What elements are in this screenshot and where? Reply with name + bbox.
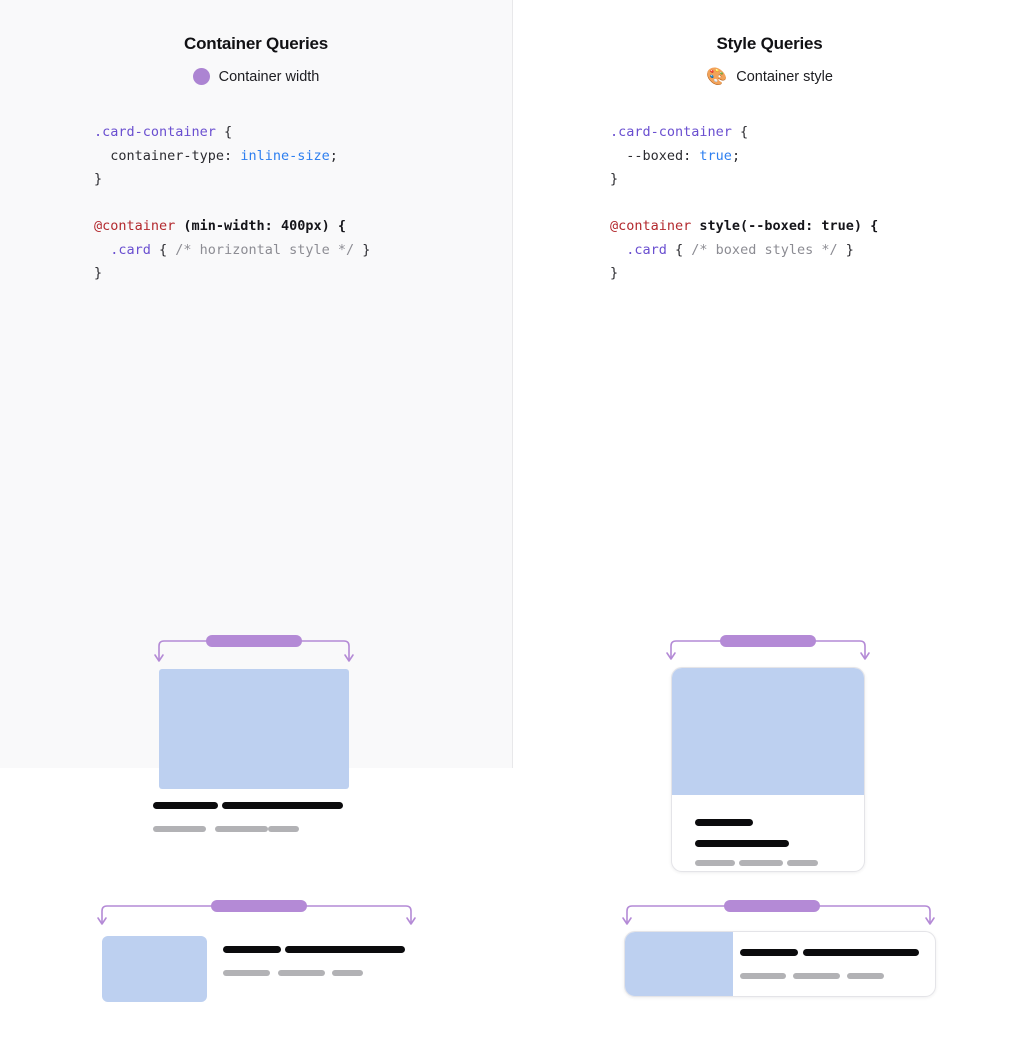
- card-title-line-a-4: [740, 948, 798, 956]
- code-brace-open: {: [150, 241, 176, 258]
- code-atrule: @container: [610, 218, 692, 234]
- card-media-3: [672, 667, 864, 795]
- code-blank-line: [610, 192, 1026, 216]
- card-meta-line-b-2: [278, 969, 325, 976]
- panel-style-queries: Style Queries 🎨 Container style .card-co…: [513, 0, 1026, 997]
- code-close-brace-final: }: [610, 265, 619, 281]
- code-selector-card: .card: [94, 241, 151, 258]
- code-property: --boxed: [610, 147, 684, 164]
- code-brace-open: {: [666, 241, 692, 258]
- card-title-line-b-2: [285, 945, 405, 953]
- card-media-4: [625, 931, 733, 996]
- page-title-container-queries: Container Queries: [184, 34, 328, 53]
- code-selector-card: .card: [610, 241, 667, 258]
- card-title-line-b-4: [803, 948, 919, 956]
- boxed-card-2: [624, 930, 936, 997]
- code-value: true: [699, 147, 732, 164]
- legend-label-container-width: Container width: [218, 68, 320, 85]
- code-comment: /* boxed styles */: [691, 241, 838, 258]
- palette-icon: 🎨: [706, 67, 728, 86]
- code-colon: :: [224, 147, 241, 164]
- code-condition: style(--boxed: true) {: [691, 218, 879, 234]
- card-title-line-b-1: [222, 801, 343, 809]
- code-brace: {: [215, 124, 233, 140]
- code-property: container-type: [94, 147, 225, 164]
- container-style-pill-1: [720, 634, 816, 647]
- code-condition: (min-width: 400px) {: [175, 218, 346, 234]
- code-atrule: @container: [94, 218, 176, 234]
- code-semicolon: ;: [731, 147, 741, 164]
- code-close-brace: }: [610, 171, 619, 187]
- card-title-line-a-1: [153, 801, 218, 809]
- code-brace-close: }: [354, 241, 371, 258]
- comparison-stage: Container Queries Container width .card-…: [0, 0, 1026, 1002]
- card-meta-line-b-3: [739, 859, 783, 866]
- code-selector: .card-container: [94, 124, 216, 140]
- card-media-1: [159, 668, 349, 789]
- card-title-line-a-2: [223, 945, 281, 953]
- code-semicolon: ;: [329, 147, 338, 164]
- code-block-container-queries: .card-container { container-type: inline…: [0, 121, 512, 286]
- card-meta-line-b-1: [215, 825, 268, 832]
- legend-container-style: 🎨 Container style: [513, 68, 1026, 85]
- legend-container-width: Container width: [0, 68, 512, 85]
- code-colon: :: [683, 147, 700, 164]
- page-title-style-queries: Style Queries: [716, 34, 823, 53]
- card-meta-line-c-3: [787, 859, 818, 866]
- container-width-pill-1: [206, 634, 302, 647]
- code-close-brace-final: }: [94, 265, 103, 281]
- card-meta-line-a-2: [223, 969, 270, 976]
- code-brace: {: [731, 124, 749, 140]
- card-meta-line-a-1: [153, 825, 206, 832]
- code-value: inline-size: [240, 147, 330, 164]
- panel-header-left: Container Queries Container width: [0, 0, 512, 85]
- card-meta-line-b-4: [793, 972, 840, 979]
- panel-container-queries: Container Queries Container width .card-…: [0, 0, 513, 1002]
- code-block-style-queries: .card-container { --boxed: true; } @conta…: [513, 121, 1026, 286]
- boxed-card-1: [671, 666, 865, 872]
- card-meta-line-a-3: [695, 859, 735, 866]
- card-meta-line-c-4: [847, 972, 884, 979]
- panel-header-right: Style Queries 🎨 Container style: [513, 0, 1026, 85]
- legend-label-container-style: Container style: [736, 68, 833, 85]
- code-selector: .card-container: [610, 124, 732, 140]
- code-blank-line: [94, 192, 512, 216]
- card-media-2: [102, 935, 207, 1002]
- code-brace-close: }: [837, 241, 854, 258]
- container-width-pill-2: [211, 899, 307, 912]
- card-meta-line-c-1: [268, 825, 299, 832]
- card-title-line-b-3: [695, 839, 789, 847]
- card-meta-line-a-4: [740, 972, 786, 979]
- card-meta-line-c-2: [332, 969, 363, 976]
- purple-dot-icon: [192, 68, 210, 85]
- card-title-line-a-3: [695, 818, 753, 826]
- code-close-brace: }: [94, 171, 103, 187]
- container-style-pill-2: [724, 899, 820, 912]
- code-comment: /* horizontal style */: [175, 241, 355, 258]
